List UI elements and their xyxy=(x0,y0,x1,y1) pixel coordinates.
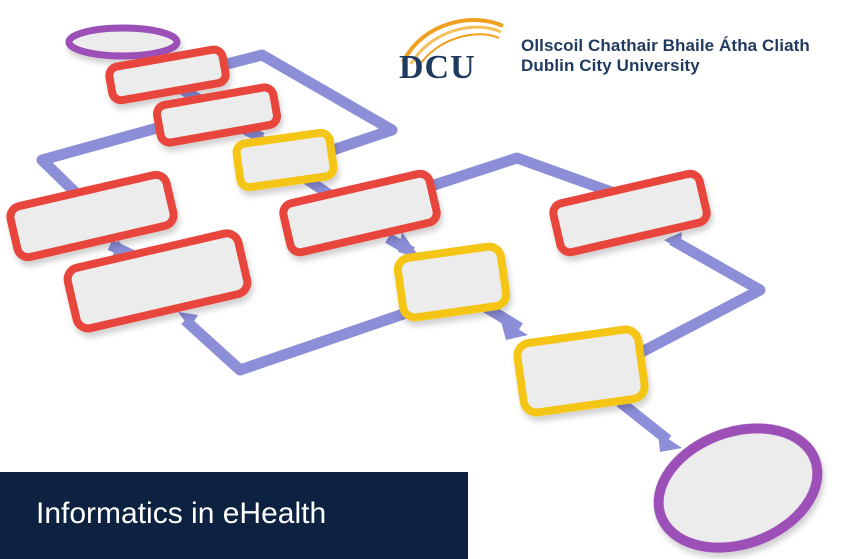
arrowhead xyxy=(500,318,528,340)
title-banner: Informatics in eHealth xyxy=(0,472,468,559)
logo-mark-text: DCU xyxy=(399,49,476,86)
connector-loop-right xyxy=(221,49,398,161)
dcu-logo-mark: DCU xyxy=(399,18,504,86)
logo-text: Ollscoil Chathair Bhaile Átha Cliath Dub… xyxy=(521,36,810,76)
process-box-1 xyxy=(105,45,230,105)
connector-loop-left xyxy=(36,119,170,199)
decision-box-1 xyxy=(232,128,338,192)
arrowhead xyxy=(178,312,198,328)
arrowhead xyxy=(664,232,682,250)
arrowhead xyxy=(398,232,420,258)
arrowhead xyxy=(658,432,682,452)
logo-irish-name: Ollscoil Chathair Bhaile Átha Cliath xyxy=(521,36,810,55)
connector-loop-top-right xyxy=(423,152,622,201)
process-boxes xyxy=(6,45,711,333)
process-box-4 xyxy=(6,170,178,262)
decision-box-2 xyxy=(393,242,511,322)
connector-decision-2-to-process-5 xyxy=(181,304,417,376)
process-box-5 xyxy=(63,229,252,333)
decision-box-3 xyxy=(513,325,649,417)
terminals xyxy=(65,24,823,553)
process-box-6 xyxy=(549,169,711,257)
process-box-3 xyxy=(279,169,441,257)
dcu-logo: DCU Ollscoil Chathair Bhaile Átha Cliath… xyxy=(393,12,863,92)
decision-boxes xyxy=(232,128,649,417)
start-terminal xyxy=(65,24,181,60)
logo-swoosh-icon xyxy=(401,18,504,63)
logo-english-name: Dublin City University xyxy=(521,56,700,75)
end-terminal xyxy=(653,423,823,553)
connector-loop-far-right xyxy=(633,235,766,360)
process-box-2 xyxy=(153,83,281,147)
banner-title: Informatics in eHealth xyxy=(36,497,327,530)
